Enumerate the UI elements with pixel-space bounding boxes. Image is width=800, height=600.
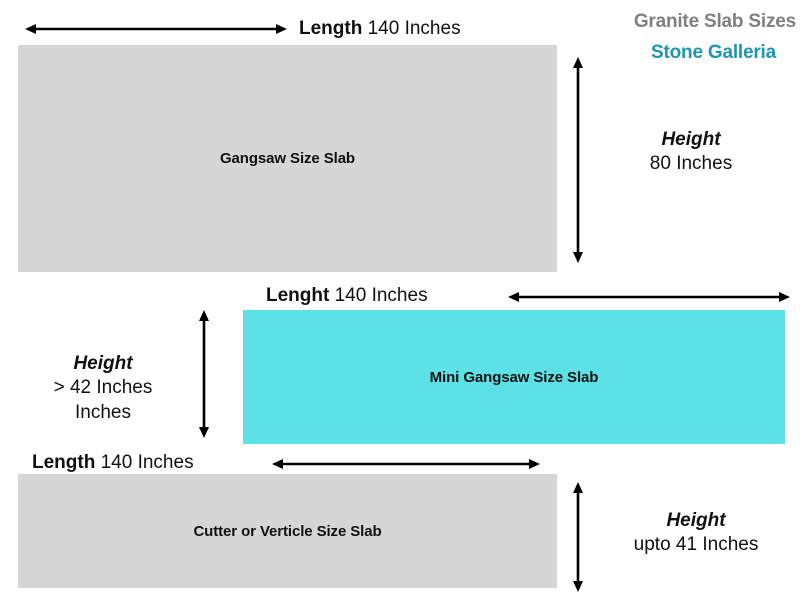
length-value-mini-gangsaw: 140 Inches xyxy=(334,285,428,306)
height-value-mini-gangsaw: > 42 Inches xyxy=(53,377,153,399)
length-value-gangsaw: 140 Inches xyxy=(367,18,461,39)
length-prefix-cutter: Length xyxy=(32,452,96,473)
length-prefix-gangsaw: Length xyxy=(299,18,363,39)
length-label-gangsaw: Length 140 Inches xyxy=(299,17,461,41)
length-label-cutter: Length 140 Inches xyxy=(32,451,194,475)
length-arrow-cutter xyxy=(272,457,540,471)
height-label-mini-gangsaw: Height > 42 Inches Inches xyxy=(18,352,188,425)
brand-name: Stone Galleria xyxy=(651,42,776,63)
height-value-extra-mini-gangsaw: Inches xyxy=(75,401,131,423)
page-title: Granite Slab Sizes xyxy=(633,11,796,32)
length-label-mini-gangsaw: Lenght 140 Inches xyxy=(266,284,428,308)
length-arrow-gangsaw xyxy=(25,22,287,36)
height-label-gangsaw: Height 80 Inches xyxy=(601,128,781,177)
height-value-gangsaw: 80 Inches xyxy=(649,153,733,175)
height-prefix-gangsaw: Height xyxy=(661,129,721,150)
slab-label-mini-gangsaw: Mini Gangsaw Size Slab xyxy=(429,368,599,386)
height-arrow-cutter xyxy=(571,482,585,592)
height-prefix-cutter: Height xyxy=(666,510,726,531)
height-arrow-gangsaw xyxy=(571,57,585,263)
height-arrow-mini-gangsaw xyxy=(197,310,211,438)
height-prefix-mini-gangsaw: Height xyxy=(73,353,133,374)
slab-cutter: Cutter or Verticle Size Slab xyxy=(18,474,557,588)
height-value-cutter: upto 41 Inches xyxy=(633,534,759,556)
slab-mini-gangsaw: Mini Gangsaw Size Slab xyxy=(243,310,785,444)
length-arrow-mini-gangsaw xyxy=(508,290,790,304)
slab-label-cutter: Cutter or Verticle Size Slab xyxy=(193,522,382,540)
slab-label-gangsaw: Gangsaw Size Slab xyxy=(219,150,355,167)
height-label-cutter: Height upto 41 Inches xyxy=(601,509,791,558)
length-prefix-mini-gangsaw: Lenght xyxy=(266,285,330,306)
slab-gangsaw: Gangsaw Size Slab xyxy=(18,45,557,272)
length-value-cutter: 140 Inches xyxy=(100,452,194,473)
